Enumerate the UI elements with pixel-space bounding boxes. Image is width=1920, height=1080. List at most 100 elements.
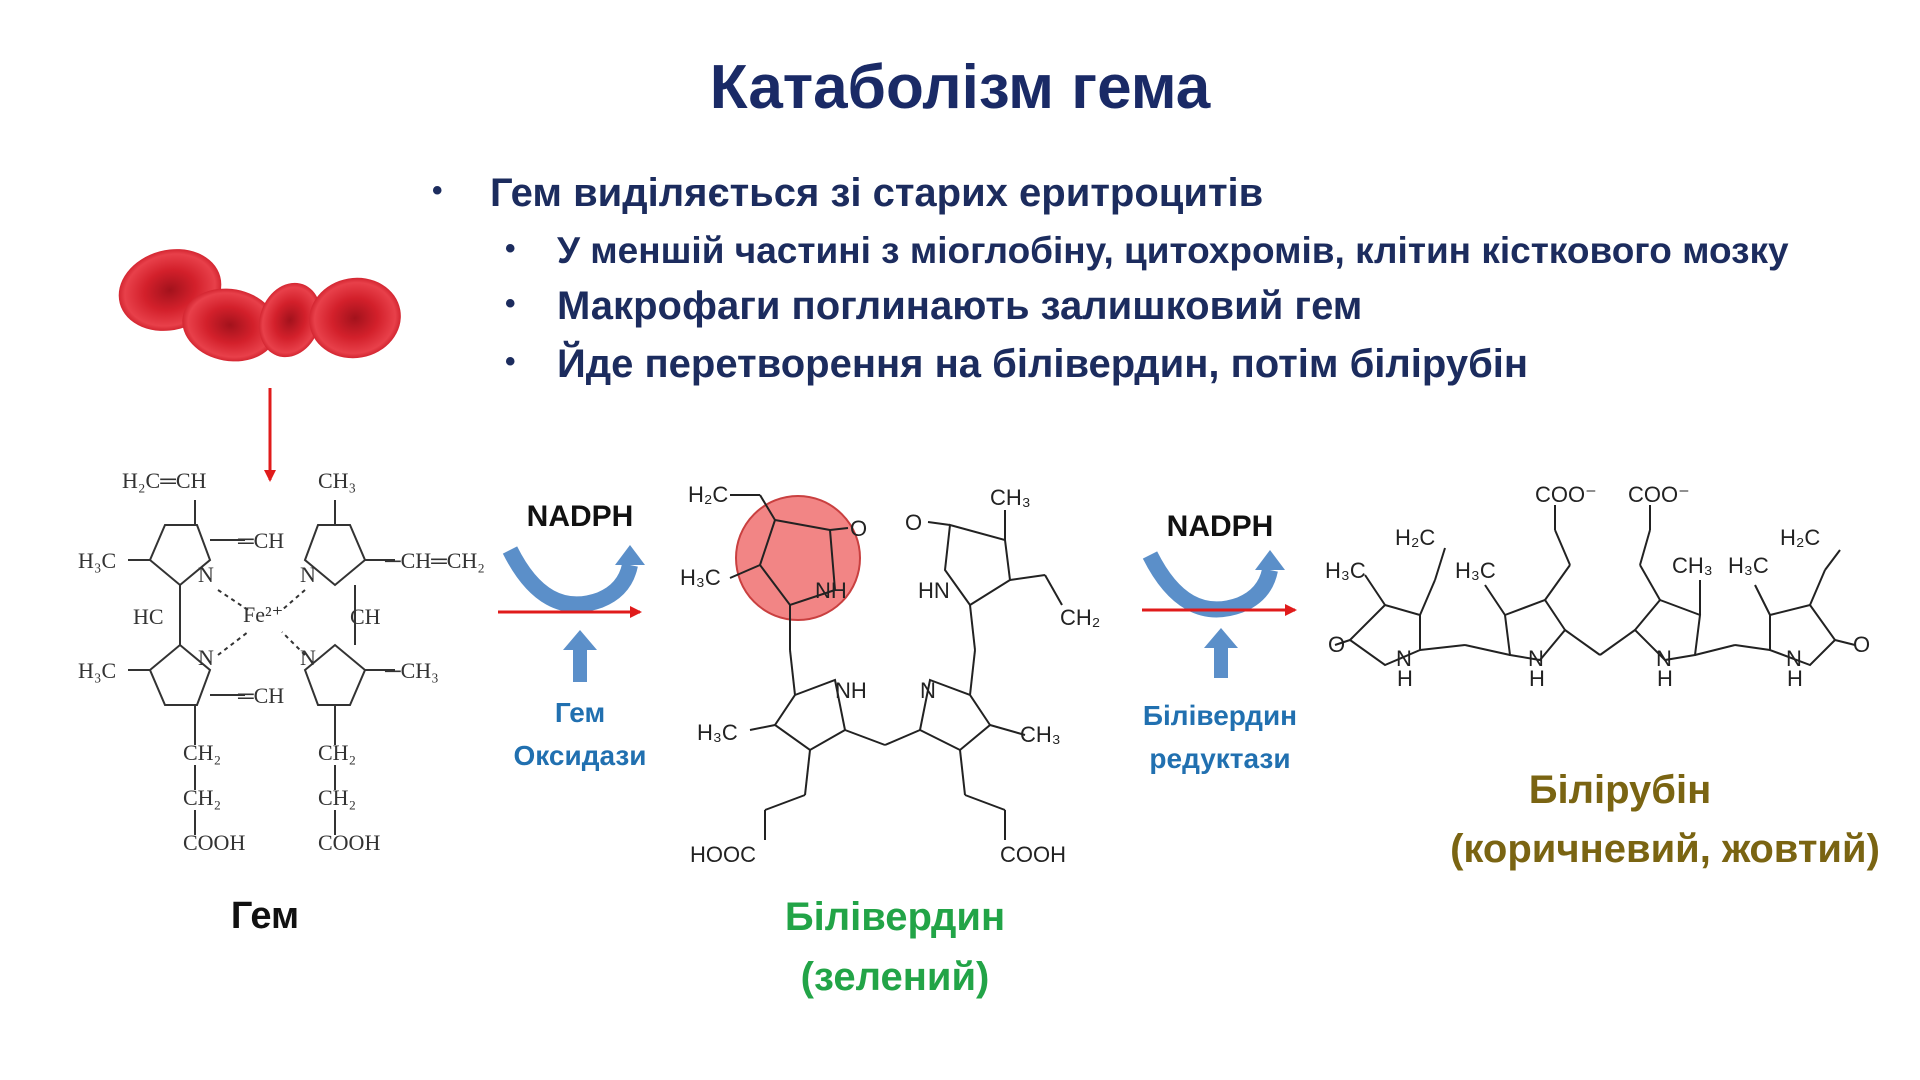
heme-fe: Fe²⁺: [243, 602, 283, 627]
rbc-3: [258, 282, 322, 358]
br-nh1: N: [1396, 646, 1412, 671]
heme-ch-right: CH: [350, 604, 381, 629]
bullet-sub-2-text: Макрофаги поглинають залишковий гем: [557, 284, 1363, 328]
bv-bond: [764, 794, 806, 811]
bv-h3c1: H₃C: [680, 565, 721, 590]
bilirubin-labels: COO⁻ COO⁻ H₂C H₂C H₃C H₃C CH₃ H₃C O O N …: [1325, 482, 1870, 691]
bv-bond: [729, 564, 761, 579]
heme-ch3-right: ─CH₃: [384, 658, 439, 683]
bullet-main-text: Гем виділяється зі старих еритроцитів: [490, 171, 1264, 215]
heme-h2c-ch: H₂C═CH: [122, 468, 206, 493]
heme-ch2-b: CH₂: [183, 785, 221, 810]
br-ring-b: [1503, 598, 1567, 662]
heme-ch3-top: CH₃: [318, 468, 356, 493]
bv-bond: [969, 604, 976, 651]
page-title: Катаболізм гема: [709, 53, 1211, 122]
br-h3c2: H₃C: [1455, 558, 1496, 583]
heme-n4: N: [300, 645, 316, 670]
bv-bond: [964, 794, 1006, 811]
br-bond: [1599, 629, 1636, 656]
bv-nh1: NH: [815, 578, 847, 603]
bullet-sub-3-text: Йде перетворення на білівердин, потім бі…: [557, 342, 1529, 386]
step2-enzyme-line1: Білівердин: [1142, 700, 1298, 731]
bullet-sub-2: • Макрофаги поглинають залишковий гем: [505, 284, 1362, 329]
bv-o1: O: [850, 516, 867, 541]
bv-bond: [844, 729, 886, 746]
br-nh4: N: [1786, 646, 1802, 671]
br-ring-a: [1348, 603, 1421, 667]
br-bond: [1364, 574, 1386, 606]
br-o1: O: [1328, 632, 1345, 657]
enzyme2-arrow-shaft: [1214, 648, 1228, 678]
heme-ch2-a: CH₂: [183, 740, 221, 765]
bilirubin-name: Білірубін: [1528, 768, 1712, 812]
br-bond: [1434, 547, 1446, 581]
bv-bond: [1044, 574, 1063, 606]
br-bond: [1464, 644, 1511, 656]
bv-h2c: H₂C: [688, 482, 728, 507]
br-nh2-h: H: [1529, 666, 1545, 691]
bv-ring-b: [773, 678, 847, 752]
bv-bond: [927, 521, 951, 526]
nadph-arrowhead-1: [615, 545, 645, 565]
bullet-main: •Гем виділяється зі старих еритроцитів: [432, 171, 1263, 216]
br-bond: [1824, 549, 1841, 571]
br-bond: [1564, 629, 1601, 656]
bullet-sub-3: • Йде перетворення на білівердин, потім б…: [505, 342, 1528, 387]
step1-cofactor: NADPH: [526, 500, 634, 533]
biliverdin-structure: [729, 494, 1063, 840]
br-nh4-h: H: [1787, 666, 1803, 691]
bv-bond: [989, 724, 1026, 736]
br-bond: [1419, 644, 1466, 651]
br-bond: [1834, 639, 1856, 646]
bullet-sub-1-text: У меншій частині з міоглобіну, цитохромі…: [557, 230, 1789, 271]
rbc-2: [182, 288, 278, 362]
bv-ring-a: [758, 518, 837, 607]
br-bond: [1694, 644, 1736, 656]
heme-labels: H₂C═CH CH₃ H₃C ═CH ─CH═CH₂ N N N N Fe²⁺ …: [78, 468, 485, 855]
nadph-arrowhead-2: [1255, 550, 1285, 570]
br-bond: [1554, 529, 1571, 566]
bv-bond: [1009, 574, 1046, 581]
bullet-dot: •: [505, 232, 516, 266]
bv-n: N: [920, 678, 936, 703]
bv-bond: [829, 527, 849, 531]
step1-enzyme-line1: Гем: [554, 697, 606, 728]
bullet-sub-1: • У меншій частині з міоглобіну, цитохром…: [505, 230, 1789, 272]
biliverdin-color-note: (зелений): [800, 955, 990, 999]
heme-n3: N: [198, 645, 214, 670]
heme-n2: N: [300, 562, 316, 587]
biliverdin-name: Білівердин: [784, 895, 1006, 939]
heme-name: Гем: [230, 895, 300, 937]
heme-n1: N: [198, 562, 214, 587]
heme-fe-bond: [281, 631, 306, 656]
heme-ch2-c: CH₂: [318, 740, 356, 765]
br-bond: [1639, 564, 1661, 601]
br-bond: [1639, 529, 1651, 566]
heme-fe-bond: [217, 631, 249, 656]
heme-hc: HC: [133, 604, 164, 629]
br-bond: [1334, 639, 1351, 646]
biliverdin-highlight-circle: [735, 495, 861, 621]
heme-cooh-b: COOH: [318, 830, 380, 855]
br-o2: O: [1853, 632, 1870, 657]
enzyme1-arrow-shaft: [573, 650, 587, 682]
bv-nh2: NH: [835, 678, 867, 703]
br-h3c1: H₃C: [1325, 558, 1366, 583]
br-nh3-h: H: [1657, 666, 1673, 691]
bullet-dot: •: [505, 287, 516, 321]
br-bond: [1754, 584, 1771, 616]
br-bond: [1419, 579, 1436, 616]
step1-enzyme-line2: Оксидази: [513, 740, 647, 771]
enzyme1-arrow-head: [563, 630, 597, 650]
nadph-curved-arrow-2: [1142, 551, 1278, 618]
bullet-dot: •: [505, 345, 516, 379]
nadph-curved-arrow-1: [502, 546, 638, 613]
bv-ring-d: [943, 523, 1012, 607]
br-h2c2: H₂C: [1780, 525, 1820, 550]
br-nh1-h: H: [1397, 666, 1413, 691]
red-blood-cells-image: [118, 249, 401, 362]
heme-fe-bond: [217, 589, 249, 611]
bv-bond: [749, 724, 776, 731]
